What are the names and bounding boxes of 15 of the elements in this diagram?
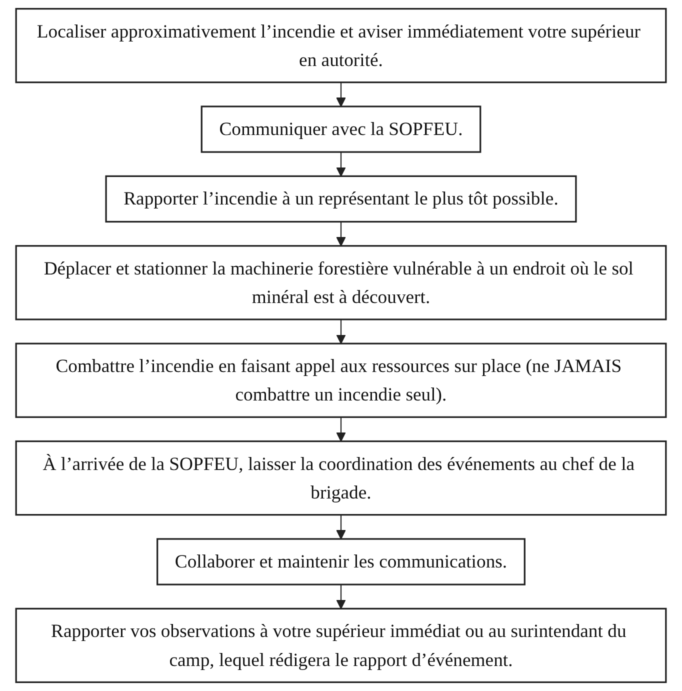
node-box: Communiquer avec la SOPFEU. (200, 106, 482, 153)
arrow (336, 82, 346, 107)
arrow (336, 222, 346, 246)
arrow (336, 152, 346, 177)
arrow (336, 417, 346, 442)
node-box: Déplacer et stationner la machinerie forestière vulnérable à un endroit où le sol minéral est à découvert. (15, 245, 667, 320)
node-box: Combattre l’incendie en faisant appel aux ressources sur place (ne JAMAIS combattre un incendie seul). (15, 342, 667, 418)
arrow (336, 584, 346, 610)
node-box: À l’arrivée de la SOPFEU, laisser la coordination des événements au chef de la brigade. (15, 440, 667, 516)
node-box: Rapporter vos observations à votre supérieur immédiat ou au surintendant du camp, lequel rédigera le rapport d’événement. (15, 608, 667, 684)
arrow (336, 319, 346, 344)
arrow (336, 514, 346, 540)
node-box: Rapporter l’incendie à un représentant le plus tôt possible. (105, 175, 577, 223)
node-box: Collaborer et maintenir les communications. (156, 538, 526, 586)
node-box: Localiser approximativement l’incendie et aviser immédiatement votre supérieur en autorité. (15, 8, 667, 84)
